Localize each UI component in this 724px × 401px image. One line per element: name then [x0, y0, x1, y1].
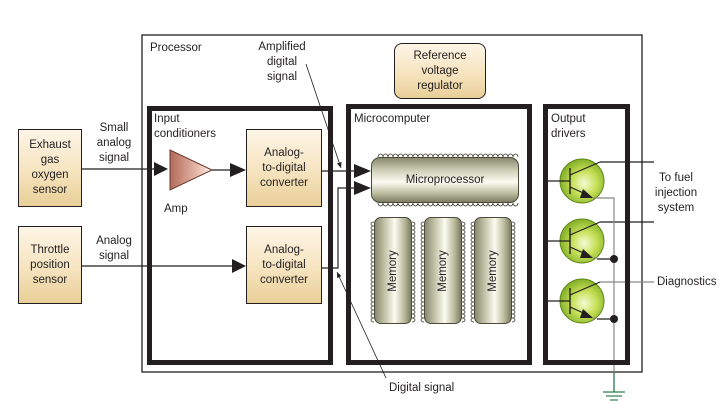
output-drivers-box: [543, 104, 630, 365]
sensor-label-line: sensor: [32, 273, 68, 286]
arrow-into-adc-2: [232, 259, 246, 273]
diagnostics-label: Diagnostics: [657, 276, 717, 288]
input-conditioners-box: [147, 106, 333, 365]
arrow-into-micro-1: [354, 164, 371, 178]
sensor-label-line: Exhaust: [29, 139, 71, 151]
junction-dot-1: [610, 255, 618, 263]
microprocessor-label: Microprocessor: [405, 174, 485, 186]
memory-pin-row: [470, 221, 516, 323]
arrow-into-adc-1: [230, 163, 246, 177]
adc-converter-1: Analog- to-digital converter: [246, 129, 322, 207]
sensor-label-line: gas: [40, 154, 60, 166]
wire-emitter-common: [597, 197, 615, 392]
memory-chip-1: Memory: [374, 217, 412, 324]
arrow-into-amp: [154, 162, 168, 176]
sensor-label-line: oxygen: [31, 169, 69, 181]
amplified-digital-signal-label: Amplified digital signal: [258, 41, 306, 83]
transistor-group: [547, 158, 605, 324]
analog-signal-label: Analog signal: [96, 235, 132, 262]
processor-label: Processor: [150, 42, 202, 54]
microcomputer-label: Microcomputer: [354, 113, 431, 125]
memory-pin-row: [370, 221, 416, 323]
sensor-label-line: Throttle: [30, 243, 70, 256]
microcomputer-box: [346, 104, 532, 365]
transistor-icon: [547, 158, 605, 204]
amp-label: Amp: [164, 203, 188, 215]
microprocessor-chip: Microprocessor: [371, 157, 519, 203]
reference-voltage-regulator-box: Reference voltage regulator: [394, 43, 486, 99]
memory-label: Memory: [437, 249, 449, 292]
input-conditioners-label: Input conditioners: [154, 113, 217, 140]
microprocessor-pins: [377, 153, 519, 207]
arrow-into-micro-2: [354, 181, 371, 195]
memory-label: Memory: [487, 249, 499, 292]
fuel-injection-label: To fuel injection system: [654, 172, 698, 214]
digital-signal-label: Digital signal: [389, 382, 455, 394]
sensor-label-line: position: [30, 258, 70, 271]
transistor-icon: [547, 218, 605, 264]
adc-converter-2: Analog- to-digital converter: [246, 226, 322, 304]
exhaust-oxygen-sensor-box: Exhaust gas oxygen sensor: [18, 129, 82, 207]
transistor-icon: [547, 278, 605, 324]
memory-pin-row: [420, 221, 466, 323]
amplifier-icon: [169, 149, 214, 191]
throttle-position-sensor-box: Throttle position sensor: [18, 226, 82, 304]
callout-amplified-leader: [305, 63, 342, 169]
junction-dot-2: [610, 315, 618, 323]
processor-box: [141, 34, 643, 373]
memory-chip-2: Memory: [424, 217, 462, 324]
memory-chip-3: Memory: [474, 217, 512, 324]
sensor-label-line: sensor: [32, 184, 68, 196]
small-analog-signal-label: Small analog signal: [96, 122, 132, 164]
output-drivers-label: Output drivers: [551, 113, 586, 140]
ground-icon: [603, 372, 625, 401]
memory-label: Memory: [387, 249, 399, 292]
memory-pins: [370, 221, 516, 323]
